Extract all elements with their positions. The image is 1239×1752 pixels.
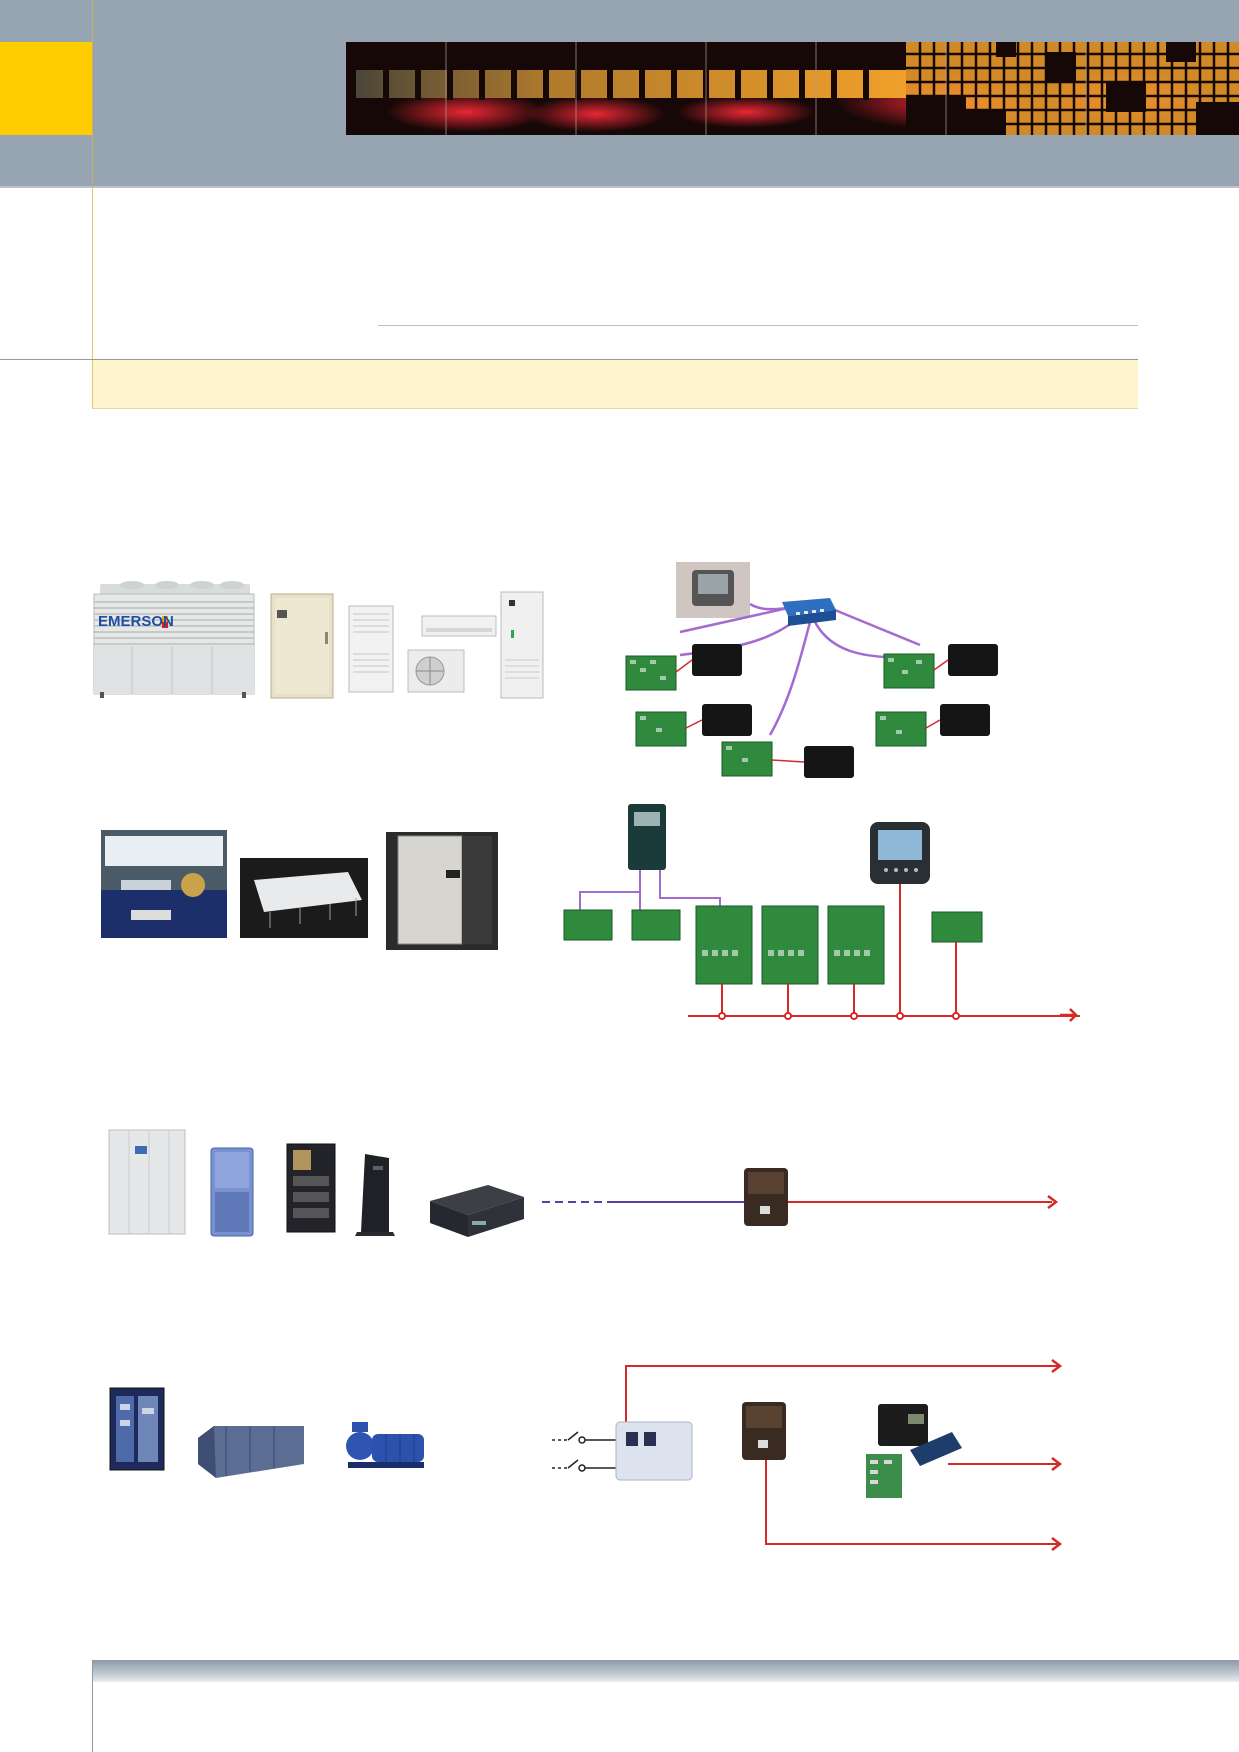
brand-logo: EMERSON bbox=[98, 613, 174, 630]
room-installation-photo bbox=[101, 830, 227, 938]
banner-pattern bbox=[346, 42, 1239, 135]
section-rule bbox=[0, 359, 1138, 360]
main-controller bbox=[628, 804, 666, 870]
display-terminal bbox=[692, 644, 998, 778]
floor-standing-unit bbox=[499, 590, 545, 700]
display-controller bbox=[866, 1404, 962, 1498]
footer-margin-line bbox=[92, 1660, 93, 1752]
network-adapter bbox=[744, 1168, 788, 1226]
open-ups bbox=[283, 1140, 339, 1236]
split-unit bbox=[406, 614, 498, 694]
air-handling-unit bbox=[196, 1418, 306, 1480]
precision-cabinet-unit bbox=[269, 592, 335, 700]
large-ups bbox=[107, 1128, 187, 1236]
emerson-chiller: EMERSON bbox=[92, 580, 257, 700]
network-adapter bbox=[742, 1402, 786, 1460]
note-bar bbox=[93, 360, 1138, 409]
chapter-tab bbox=[0, 42, 92, 135]
tower-ups bbox=[355, 1152, 395, 1236]
raised-floor-photo bbox=[240, 858, 368, 938]
switch-cabinet bbox=[108, 1386, 166, 1472]
margin-line bbox=[92, 187, 93, 409]
medium-ups bbox=[209, 1146, 255, 1238]
footer-band bbox=[93, 1660, 1239, 1682]
network-switch bbox=[782, 598, 836, 626]
margin-line bbox=[92, 0, 93, 187]
rack-ups bbox=[428, 1181, 526, 1239]
ups-connection-diagram bbox=[540, 1160, 1080, 1232]
title-rule bbox=[378, 325, 1138, 326]
water-pump bbox=[342, 1418, 428, 1472]
touch-display bbox=[870, 822, 930, 884]
controller-bus-diagram bbox=[560, 800, 1080, 1020]
header-rule bbox=[0, 186, 1239, 188]
electrical-cabinet-photo bbox=[384, 830, 500, 952]
io-module bbox=[615, 1421, 693, 1481]
arrow-right-icon bbox=[1058, 1006, 1080, 1024]
header-banner bbox=[346, 42, 1239, 135]
wall-mounted-unit bbox=[347, 604, 395, 694]
hvac-network-diagram bbox=[620, 560, 1010, 800]
contact-monitoring-diagram bbox=[548, 1354, 1088, 1554]
